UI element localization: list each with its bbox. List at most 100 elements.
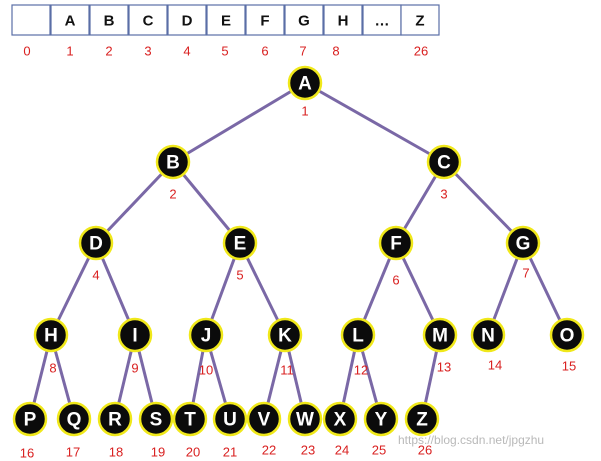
tree-node-label: B xyxy=(166,153,180,174)
tree-node-circle xyxy=(246,401,282,437)
tree-node-index: 15 xyxy=(562,359,576,374)
tree-node-circle xyxy=(404,401,440,437)
array-cell: E xyxy=(206,4,246,36)
tree-node-k: K11 xyxy=(267,317,303,378)
tree-node-label: V xyxy=(258,410,271,431)
tree-node-circle xyxy=(155,144,191,180)
tree-node-index: 16 xyxy=(20,446,34,461)
array-cell-label: D xyxy=(182,13,193,30)
array-cell-box xyxy=(128,4,168,36)
tree-node-label: L xyxy=(352,326,364,347)
tree-node-circle xyxy=(33,317,69,353)
tree-node-index: 10 xyxy=(199,363,213,378)
tree-node-index: 20 xyxy=(186,445,200,460)
tree-node-circle xyxy=(287,401,323,437)
array-cell-box xyxy=(284,4,324,36)
array-cell-box xyxy=(50,4,90,36)
tree-node-circle xyxy=(12,401,48,437)
tree-node-e: E5 xyxy=(222,225,258,283)
array-cell xyxy=(11,4,51,36)
array-cell-label: C xyxy=(143,13,154,30)
array-index-label: 26 xyxy=(414,44,428,59)
tree-node-d: D4 xyxy=(78,225,114,283)
tree-node-circle xyxy=(363,401,399,437)
array-cell-label: B xyxy=(104,13,115,30)
tree-node-index: 26 xyxy=(418,443,432,458)
tree-node-label: S xyxy=(150,410,163,431)
tree-node-r: R18 xyxy=(97,401,133,460)
tree-node-o: O15 xyxy=(549,317,585,374)
tree-node-y: Y25 xyxy=(363,401,399,458)
tree-node-index: 23 xyxy=(301,443,315,458)
array-index-label: 4 xyxy=(183,44,190,59)
tree-node-label: A xyxy=(298,74,312,95)
array-cell: H xyxy=(323,4,363,36)
tree-node-i: I9 xyxy=(117,317,153,376)
array-cell: A xyxy=(50,4,90,36)
tree-node-circle xyxy=(188,317,224,353)
array-index-label: 5 xyxy=(221,44,228,59)
array-cell-label: G xyxy=(298,13,310,30)
tree-node-index: 7 xyxy=(522,266,529,281)
tree-node-index: 4 xyxy=(92,268,99,283)
tree-node-t: T20 xyxy=(172,401,208,460)
array-cell-label: A xyxy=(65,13,76,30)
tree-node-label: W xyxy=(296,410,314,431)
tree-node-label: M xyxy=(432,326,448,347)
tree-node-circle xyxy=(117,317,153,353)
array-index-label: 7 xyxy=(299,44,306,59)
tree-node-c: C3 xyxy=(426,144,462,202)
array-cell-box xyxy=(362,4,402,36)
tree-node-index: 5 xyxy=(236,268,243,283)
array-cell: C xyxy=(128,4,168,36)
tree-nodes: A1B2C3D4E5F6G7H8I9J10K11L12M13N14O15P16Q… xyxy=(12,65,585,461)
tree-node-index: 24 xyxy=(335,443,349,458)
tree-node-circle xyxy=(267,317,303,353)
array-cell-label: E xyxy=(221,13,231,30)
array-cell: F xyxy=(245,4,285,36)
tree-node-h: H8 xyxy=(33,317,69,376)
tree-node-label: I xyxy=(132,326,137,347)
tree-node-z: Z 26 xyxy=(404,401,440,458)
tree-node-circle xyxy=(340,317,376,353)
tree-node-label: Z xyxy=(416,410,428,431)
tree-node-label: X xyxy=(334,410,347,431)
tree-node-index: 19 xyxy=(151,445,165,460)
tree-node-index: 12 xyxy=(354,363,368,378)
tree-edge-b-d xyxy=(94,160,175,245)
tree-node-index: 2 xyxy=(169,187,176,202)
tree-node-circle xyxy=(378,225,414,261)
tree-node-circle xyxy=(505,225,541,261)
tree-node-index: 13 xyxy=(437,360,451,375)
tree-node-w: W 23 xyxy=(287,401,323,458)
tree-node-circle xyxy=(172,401,208,437)
array-index-label: 3 xyxy=(144,44,151,59)
tree-node-index: 22 xyxy=(262,443,276,458)
tree-node-index: 3 xyxy=(440,187,447,202)
tree-node-index: 25 xyxy=(372,443,386,458)
tree-node-circle xyxy=(97,401,133,437)
array-index-label: 0 xyxy=(23,44,30,59)
tree-node-b: B2 xyxy=(155,144,191,202)
tree-edge-c-g xyxy=(442,160,525,245)
tree-node-circle xyxy=(78,225,114,261)
array-index-label: 1 xyxy=(66,44,73,59)
array-cell-box xyxy=(167,4,207,36)
tree-node-circle xyxy=(426,144,462,180)
tree-node-x: X 24 xyxy=(322,401,358,458)
array-index-label: 6 xyxy=(261,44,268,59)
tree-node-label: D xyxy=(89,234,103,255)
tree-node-index: 6 xyxy=(392,273,399,288)
tree-node-q: Q17 xyxy=(56,401,92,460)
tree-node-n: N14 xyxy=(470,317,506,373)
tree-node-g: G7 xyxy=(505,225,541,281)
tree-node-label: U xyxy=(223,410,237,431)
tree-node-a: A1 xyxy=(287,65,323,119)
array-cell-box xyxy=(245,4,285,36)
tree-node-circle xyxy=(212,401,248,437)
tree-node-circle xyxy=(287,65,323,101)
tree-node-label: R xyxy=(108,410,122,431)
array-cell-box xyxy=(400,4,440,36)
